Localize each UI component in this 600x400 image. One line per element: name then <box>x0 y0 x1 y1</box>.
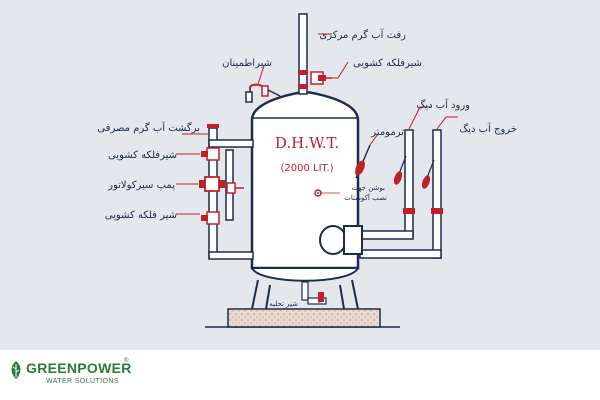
bypass-valve <box>226 182 244 194</box>
safety-valve <box>245 83 281 103</box>
label-boiler-water-outlet: خروج آب دیگ <box>459 122 517 135</box>
tank-legs <box>251 279 359 310</box>
hot-water-supply-pipe <box>298 13 308 95</box>
label-boiler-water-inlet: ورود آب دیگ <box>416 98 470 111</box>
label-safety-valve: شیراطمینان <box>222 58 272 69</box>
brand-registered-mark: ® <box>124 358 129 364</box>
gate-valve-top <box>310 71 332 85</box>
aquastat-note-line2: نصب آکوستات <box>344 193 387 202</box>
boiler-thermometer-right <box>421 159 435 189</box>
tank-thermometer <box>355 144 371 179</box>
label-thermometer: ترمومتر <box>370 127 404 138</box>
circulator-pump <box>199 176 225 192</box>
tank-title: D.H.W.T. <box>275 134 339 152</box>
label-gate-valve-left-2: شیر فلکه کشویی <box>105 210 177 221</box>
leaf-logo-icon <box>11 361 21 379</box>
label-gate-valve-top: شیرفلکه کشویی <box>353 58 422 69</box>
label-gate-valve-left-1: شیرفلکه کشویی <box>108 150 177 161</box>
brand-name: GREENPOWER <box>26 360 132 376</box>
label-central-hot-water-supply: رفت آب گرم مرکزی <box>319 28 406 41</box>
leader-lines <box>176 33 458 304</box>
label-hot-water-return: برگشت آب گرم مصرفی <box>97 121 200 134</box>
label-circulator-pump: پمپ سیرکولاتور <box>107 180 175 191</box>
concrete-foundation <box>227 308 381 328</box>
boiler-thermometer-left <box>393 155 407 185</box>
hot-water-tank-diagram: D.H.W.T. (2000 LIT.) بوشن جهت نصب آکوستا… <box>97 13 517 328</box>
brand-tagline: WATER SOLUTIONS <box>46 378 119 385</box>
footer-bar <box>0 350 600 400</box>
label-drain-valve: شیر تخلیه <box>269 300 298 308</box>
gate-valve-left-2 <box>201 211 220 225</box>
heat-exchanger-flange <box>319 225 363 255</box>
tank-bottom-dish <box>250 267 360 282</box>
drain-valve <box>301 281 327 305</box>
gate-valve-left-1 <box>201 147 220 161</box>
aquastat-note-line1: بوشن جهت <box>352 184 385 192</box>
tank-capacity: (2000 LIT.) <box>280 163 333 174</box>
